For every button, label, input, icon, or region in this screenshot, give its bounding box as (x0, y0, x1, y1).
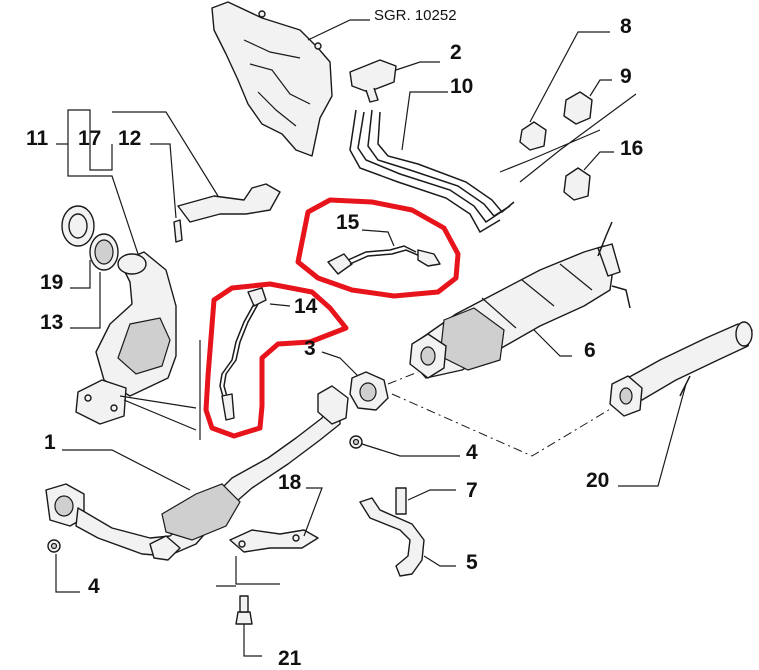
leader-ref (307, 19, 370, 41)
highlight-sensor-15 (295, 197, 461, 299)
part-15-oxygen-sensor (327, 229, 441, 275)
label-1: 1 (44, 431, 56, 454)
label-13: 13 (40, 311, 64, 334)
label-15: 15 (336, 211, 360, 234)
label-9: 9 (620, 65, 632, 88)
part-2-pressure-sensor (349, 59, 440, 103)
label-12: 12 (118, 127, 142, 150)
part-3-gasket (321, 351, 389, 411)
highlight-sensor-14 (203, 281, 349, 439)
assembly-line-2 (391, 393, 613, 457)
part-14-oxygen-sensor (219, 287, 291, 421)
label-10: 10 (450, 75, 474, 98)
part-11-catalytic-converter (75, 251, 201, 440)
heat-shield (211, 1, 333, 157)
label-16: 16 (620, 137, 644, 160)
part-5-pipe (359, 497, 456, 577)
leader-11-17 (56, 109, 141, 261)
label-17: 17 (78, 127, 102, 150)
label-6: 6 (584, 339, 596, 362)
label-18: 18 (278, 471, 302, 494)
label-14: 14 (294, 295, 318, 318)
leader-clamps (499, 93, 637, 183)
label-7: 7 (466, 479, 478, 502)
label-21: 21 (278, 647, 302, 670)
label-3: 3 (304, 337, 316, 360)
reference-code: SGR. 10252 (374, 7, 457, 24)
part-18-bracket (216, 487, 323, 587)
part-20-tailpipe (609, 321, 753, 487)
part-4-nut-lower (47, 539, 80, 593)
part-6-particulate-filter (409, 221, 631, 379)
part-13-clamp-ring (89, 233, 119, 271)
part-9-clamp (563, 79, 612, 125)
part-1-front-pipe (45, 385, 349, 561)
assembly-line-1 (387, 371, 419, 385)
label-8: 8 (620, 15, 632, 38)
part-4-nut-upper (349, 435, 460, 457)
part-7-bolt (395, 487, 456, 515)
part-10-pipes (349, 91, 515, 234)
part-16-clamp (563, 151, 614, 201)
part-19-gasket (61, 205, 95, 247)
label-19: 19 (40, 271, 64, 294)
label-11: 11 (26, 127, 49, 150)
part-8-clamp (519, 31, 610, 151)
label-5: 5 (466, 551, 478, 574)
label-4-upper: 4 (466, 441, 478, 464)
label-2: 2 (450, 41, 462, 64)
label-4-lower: 4 (88, 575, 100, 598)
label-20: 20 (586, 469, 610, 492)
part-21-bolt (235, 595, 262, 657)
part-12-bracket (112, 111, 281, 243)
leader-19-13 (70, 260, 101, 329)
